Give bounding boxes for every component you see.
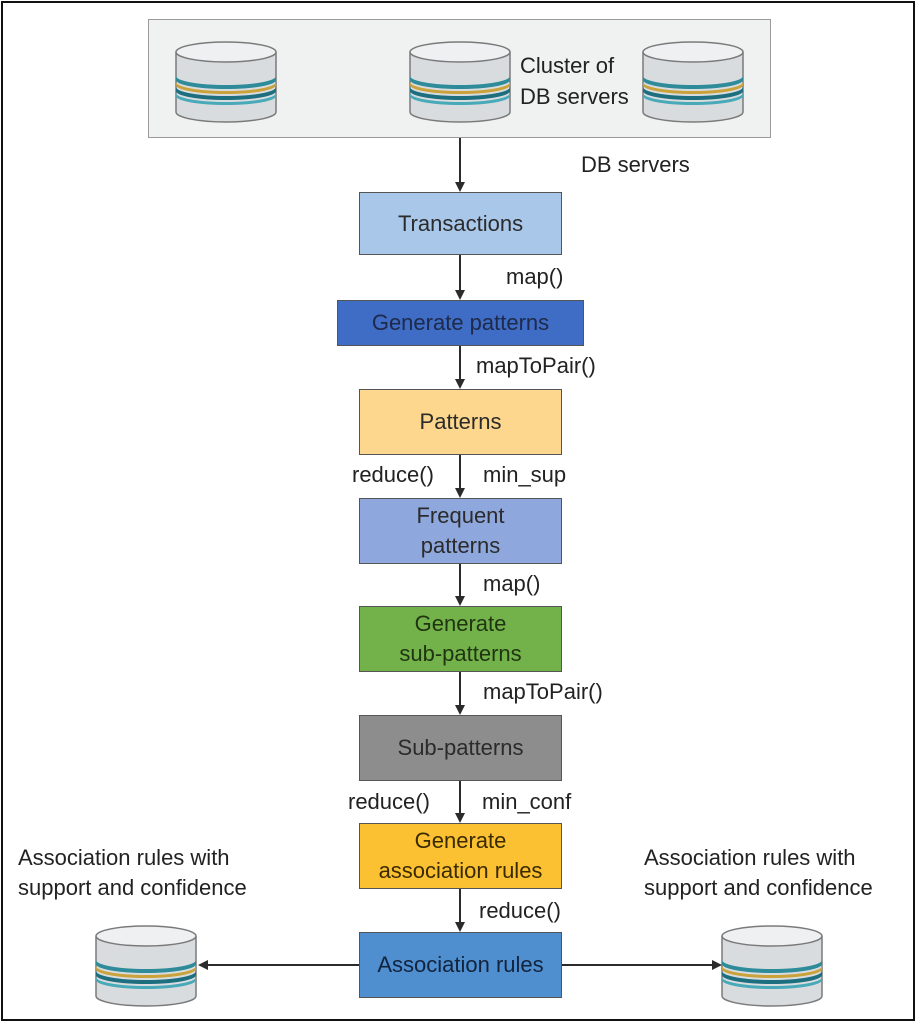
frequent-patterns-label-line1: Frequent xyxy=(416,503,505,528)
association-rules-node: Association rules xyxy=(359,932,562,998)
generate-association-rules-label-line2: association rules xyxy=(378,858,543,883)
transactions-node: Transactions xyxy=(359,192,562,255)
edge-label-maptopair-2: mapToPair() xyxy=(483,679,603,704)
cluster-label-line2: DB servers xyxy=(520,84,629,109)
output-left-label-line1: Association rules with xyxy=(18,845,230,870)
generate-subpatterns-node: Generate sub-patterns xyxy=(359,606,562,672)
cluster-label-line1: Cluster of xyxy=(520,53,615,78)
edge-label-maptopair-1: mapToPair() xyxy=(476,353,596,378)
database-icon xyxy=(95,925,197,1007)
generate-patterns-label: Generate patterns xyxy=(371,310,550,335)
edge-label-reduce-3: reduce() xyxy=(479,898,561,923)
edge-label-map-1: map() xyxy=(506,264,564,289)
output-left-label-line2: support and confidence xyxy=(18,875,247,900)
edge-label-map-2: map() xyxy=(483,571,541,596)
edge-label-min-conf: min_conf xyxy=(482,789,572,814)
generate-subpatterns-label-line1: Generate xyxy=(414,611,507,636)
generate-patterns-node: Generate patterns xyxy=(337,300,584,346)
edge-label-reduce-2: reduce() xyxy=(348,789,430,814)
generate-subpatterns-label-line2: sub-patterns xyxy=(399,641,522,666)
edge-label-reduce-1: reduce() xyxy=(352,462,434,487)
output-right-label-line1: Association rules with xyxy=(644,845,856,870)
output-right-label-line2: support and confidence xyxy=(644,875,873,900)
database-icon xyxy=(409,41,511,123)
frequent-patterns-label-line2: patterns xyxy=(420,533,501,558)
database-icon xyxy=(175,41,277,123)
subpatterns-node: Sub-patterns xyxy=(359,715,562,781)
database-icon xyxy=(721,925,823,1007)
edge-label-min-sup: min_sup xyxy=(483,462,567,487)
generate-association-rules-label-line1: Generate xyxy=(414,828,507,853)
frequent-patterns-node: Frequent patterns xyxy=(359,498,562,564)
subpatterns-label: Sub-patterns xyxy=(397,735,524,760)
association-rules-label: Association rules xyxy=(377,952,544,977)
db-servers-label: DB servers xyxy=(581,152,690,177)
transactions-label: Transactions xyxy=(397,210,524,236)
patterns-label: Patterns xyxy=(419,409,502,434)
generate-association-rules-node: Generate association rules xyxy=(359,823,562,889)
database-icon xyxy=(642,41,744,123)
patterns-node: Patterns xyxy=(359,389,562,455)
